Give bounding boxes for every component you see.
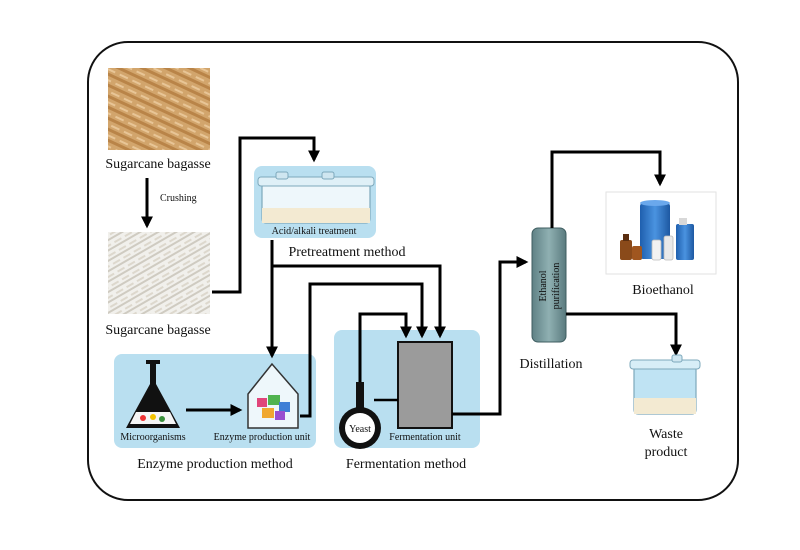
sugarcane-bagasse-image	[108, 68, 210, 150]
bioethanol-label: Bioethanol	[632, 283, 694, 298]
outer-frame	[87, 41, 739, 501]
ethanol-label: Ethanol	[538, 270, 549, 301]
distillation-column-icon	[531, 227, 567, 343]
flask-icon	[126, 360, 180, 428]
yeast-label: Yeast	[349, 424, 371, 435]
waste-label: Waste	[649, 427, 683, 442]
sugarcane-bagasse-label: Sugarcane bagasse	[105, 157, 210, 172]
enzyme-method-label: Enzyme production method	[137, 457, 293, 472]
microorganisms-label: Microorganisms	[120, 432, 185, 443]
drum-icon	[640, 200, 694, 260]
purification-label: purification	[551, 263, 562, 310]
acid-alkali-label: Acid/alkali treatment	[272, 226, 357, 237]
fermentation-unit-label: Fermentation unit	[389, 432, 461, 443]
fermentation-method-label: Fermentation method	[346, 457, 466, 472]
distillation-label: Distillation	[520, 357, 583, 372]
crushing-label: Crushing	[160, 193, 197, 204]
enzyme-bag-icon	[247, 362, 299, 429]
bottle-icon	[620, 234, 674, 261]
product-label: product	[645, 445, 688, 460]
fermentation-tank	[397, 341, 453, 429]
yeast-flask-icon	[339, 382, 381, 449]
pretreatment-method-label: Pretreatment method	[288, 245, 405, 260]
crushed-bagasse-label: Sugarcane bagasse	[105, 323, 210, 338]
enzyme-unit-label: Enzyme production unit	[214, 432, 311, 443]
waste-container-icon	[629, 354, 701, 415]
container-icon	[257, 171, 375, 224]
crushed-bagasse-image	[108, 232, 210, 314]
